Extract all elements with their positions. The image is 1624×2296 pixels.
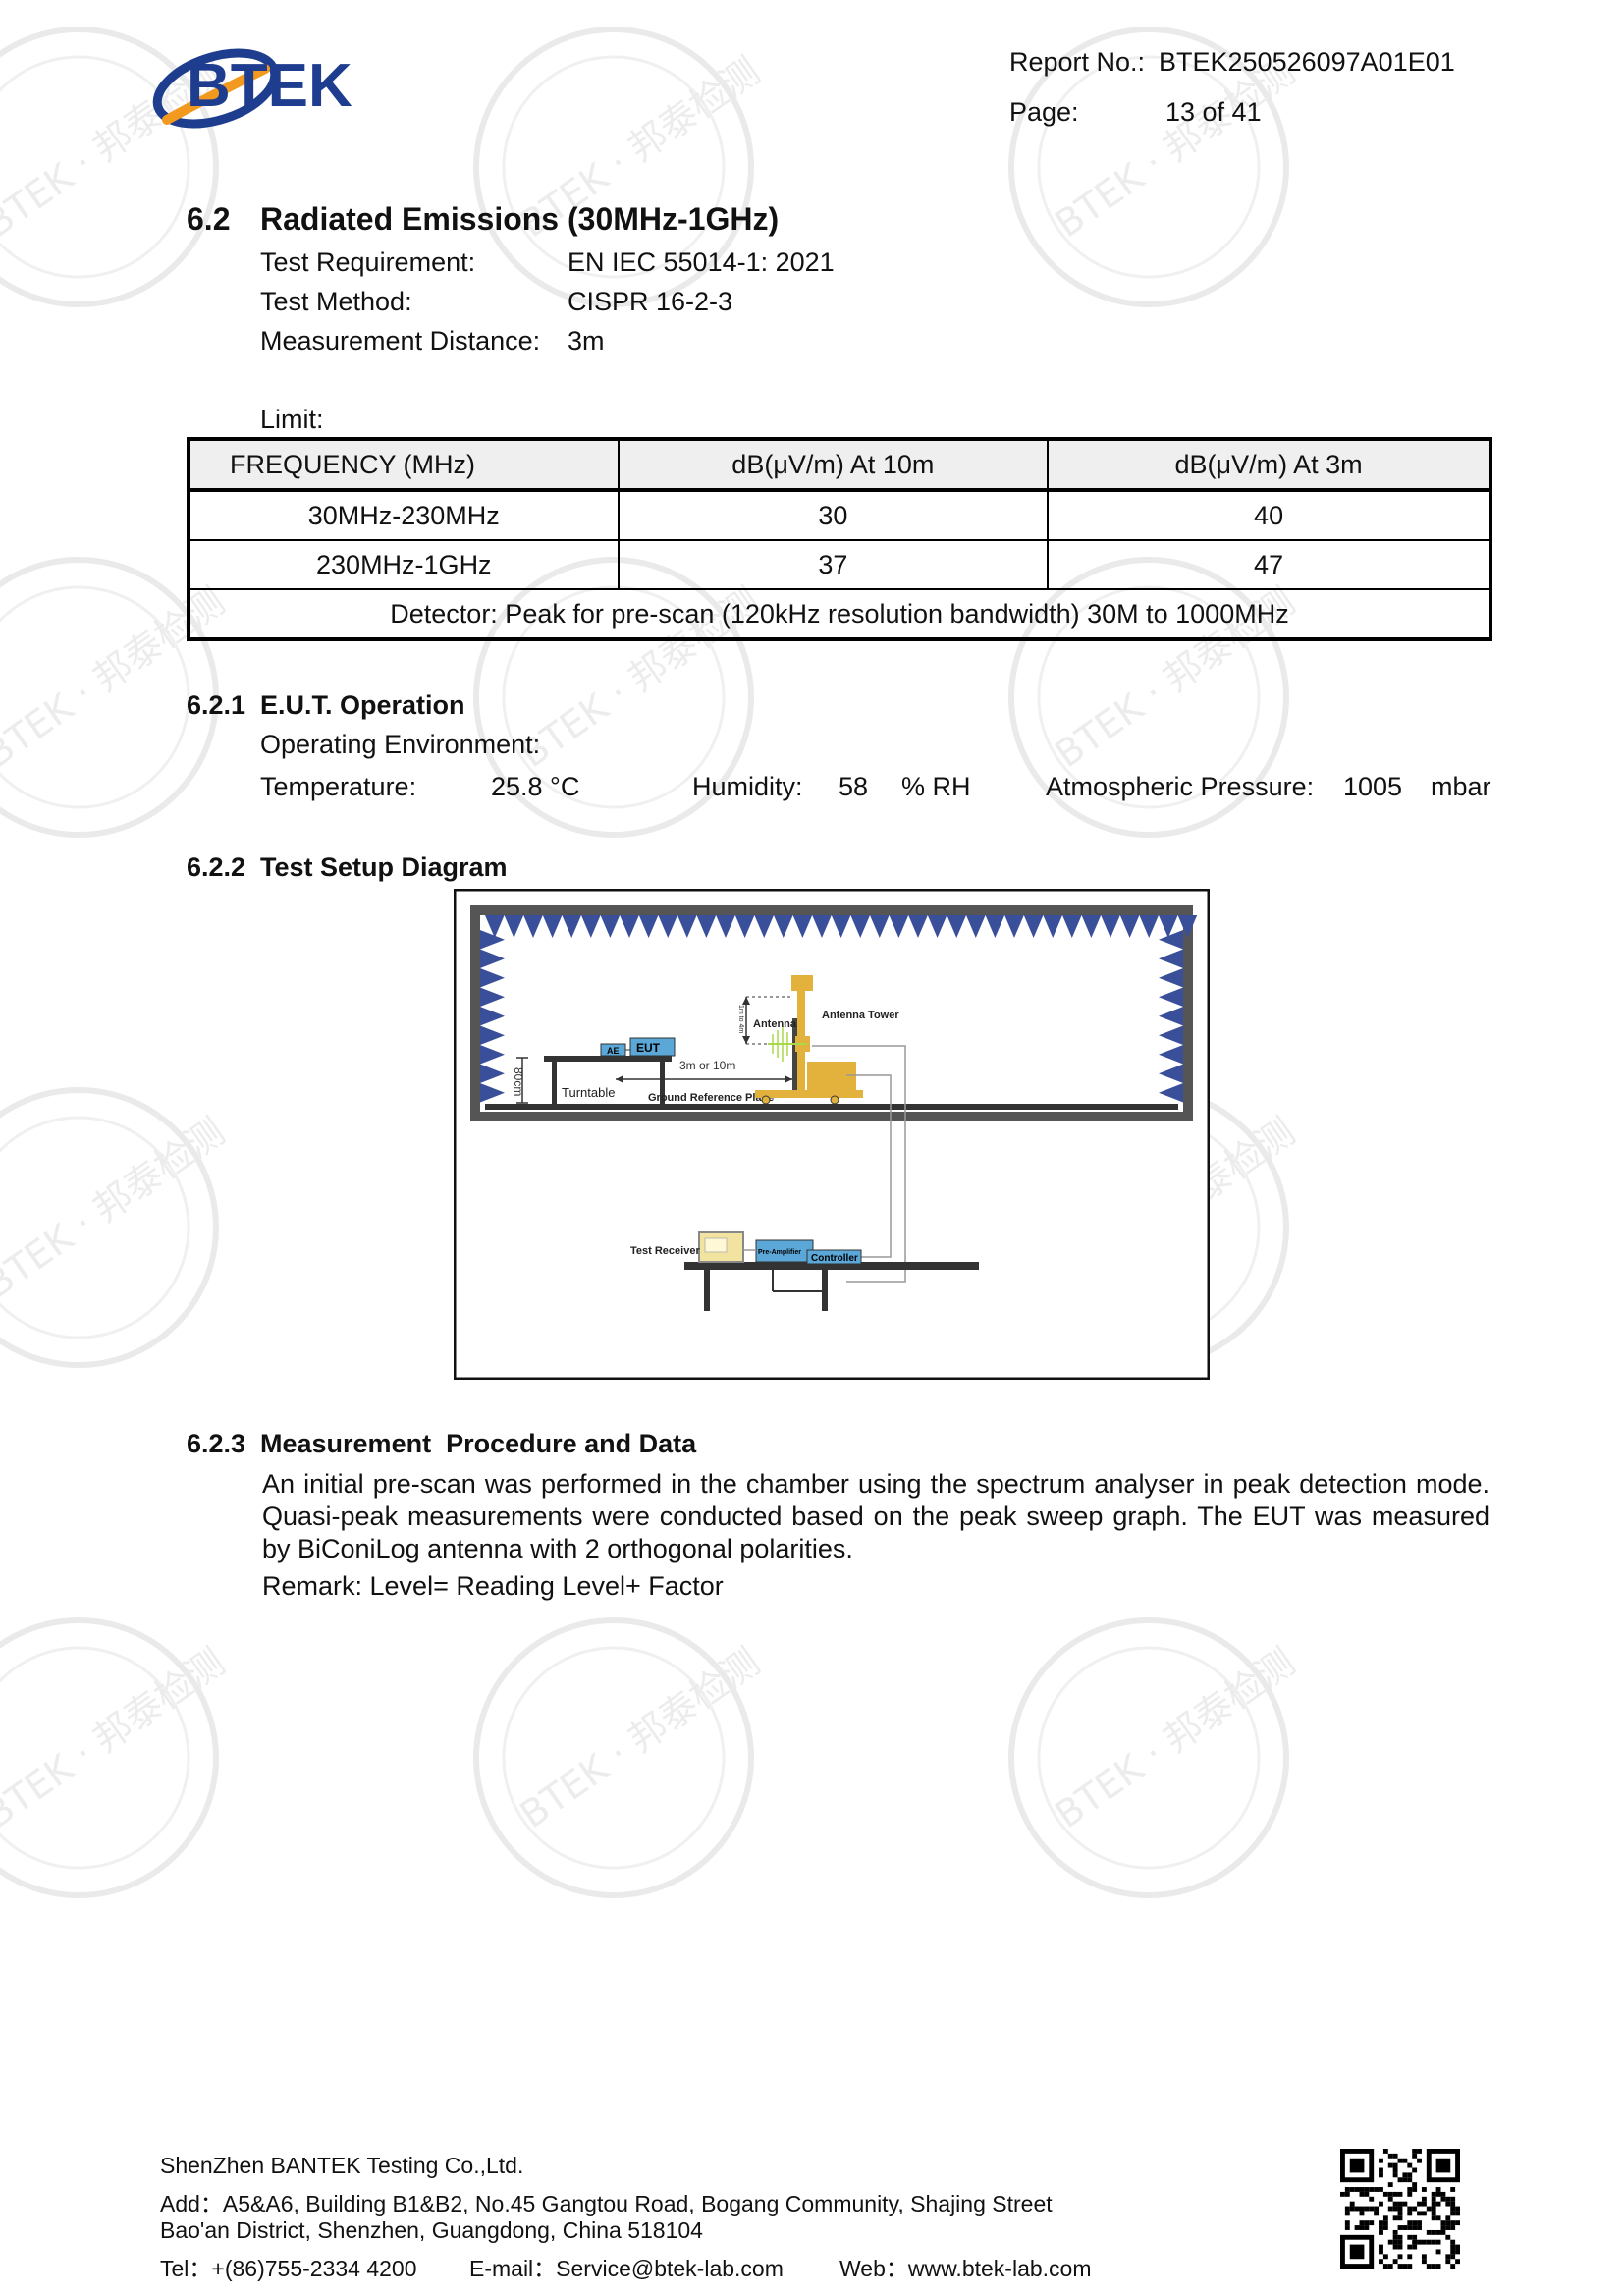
distance-label: 3m or 10m [679, 1059, 735, 1072]
page-number: 13 of 41 [1165, 97, 1262, 127]
table-row: 230MHz-1GHz 37 47 [188, 539, 1491, 590]
logo-text: BTEK [187, 52, 352, 120]
footer-email[interactable]: E-mail：Service@btek-lab.com [469, 2256, 784, 2281]
limit-table: FREQUENCY (MHz) dB(μV/m) At 10m dB(μV/m)… [187, 437, 1492, 641]
limit-label: Limit: [260, 405, 324, 434]
cell-frequency: 30MHz-230MHz [188, 489, 620, 541]
procedure-title: Measurement Procedure and Data [260, 1429, 697, 1458]
ground-plane-label: Ground Reference Plane [648, 1092, 774, 1104]
cell-limit-10m: 30 [617, 489, 1050, 541]
watermark-ring [1008, 1617, 1289, 1898]
turntable-top [544, 1056, 672, 1062]
procedure-paragraph: An initial pre-scan was performed in the… [262, 1469, 1489, 1563]
pressure-label: Atmospheric Pressure: [1046, 772, 1315, 801]
table-header-row: FREQUENCY (MHz) dB(μV/m) At 10m dB(μV/m)… [188, 438, 1491, 492]
setup-title: Test Setup Diagram [260, 852, 508, 882]
watermark-ring [473, 1617, 754, 1898]
test-requirement-label: Test Requirement: [260, 247, 476, 277]
report-no-label: Report No.: [1009, 47, 1146, 77]
ae-label: AE [607, 1046, 620, 1056]
antenna-label: Antenna [753, 1018, 797, 1030]
height-label: 80cm [512, 1067, 525, 1096]
receiver-bench [684, 1262, 979, 1270]
watermark-ring [0, 1087, 219, 1368]
eut-title: E.U.T. Operation [260, 690, 465, 720]
humidity-unit: % RH [901, 772, 971, 801]
footer-address-2: Bao'an District, Shenzhen, Guangdong, Ch… [160, 2217, 703, 2243]
company-logo: BTEK [152, 48, 352, 129]
humidity-value: 58 [839, 772, 869, 801]
temperature-label: Temperature: [260, 772, 417, 801]
cell-limit-3m: 40 [1047, 489, 1491, 541]
header-10m: dB(μV/m) At 10m [617, 438, 1050, 492]
watermark-text: BTEK · 邦泰检测 [0, 1110, 233, 1306]
procedure-remark: Remark: Level= Reading Level+ Factor [262, 1571, 724, 1601]
qr-code-icon [1340, 2149, 1460, 2269]
watermark-text: BTEK · 邦泰检测 [513, 1640, 768, 1836]
page-label: Page: [1009, 97, 1079, 127]
eut-box [629, 1037, 676, 1057]
tower-base [755, 1090, 863, 1098]
antenna-height-label: 1m to 4m [737, 1005, 744, 1033]
watermark-ring [0, 557, 219, 838]
footer-company: ShenZhen BANTEK Testing Co.,Ltd. [160, 2153, 524, 2178]
antenna-element [768, 1026, 807, 1062]
env-label: Operating Environment: [260, 730, 541, 759]
antenna-tower-label: Antenna Tower [822, 1010, 899, 1021]
test-method-label: Test Method: [260, 287, 412, 316]
test-requirement-value: EN IEC 55014-1: 2021 [568, 247, 835, 277]
watermark-ring [1037, 55, 1261, 279]
footer-tel: Tel：+(86)755-2334 4200 [160, 2256, 417, 2281]
measurement-distance-label: Measurement Distance: [260, 326, 541, 355]
humidity-label: Humidity: [692, 772, 803, 801]
section-title: Radiated Emissions (30MHz-1GHz) [260, 201, 780, 237]
tower-box [807, 1062, 856, 1091]
section-number: 6.2 [187, 201, 231, 237]
procedure-number: 6.2.3 [187, 1429, 246, 1458]
watermark-ring [502, 1646, 726, 1870]
watermark-ring [0, 1617, 219, 1898]
pre-amplifier-label: Pre-Amplifier [758, 1249, 801, 1256]
watermark-text: BTEK · 邦泰检测 [1048, 49, 1303, 246]
test-method-value: CISPR 16-2-3 [568, 287, 733, 316]
pressure-unit: mbar [1431, 772, 1491, 801]
eut-number: 6.2.1 [187, 690, 246, 720]
temperature-value: 25.8 °C [491, 772, 580, 801]
watermark-ring [1037, 1646, 1261, 1870]
table-footer-row: Detector: Peak for pre-scan (120kHz reso… [188, 588, 1491, 640]
report-no-value: BTEK250526097A01E01 [1159, 47, 1455, 77]
pressure-value: 1005 [1343, 772, 1403, 801]
test-receiver-label: Test Receiver [630, 1245, 700, 1257]
watermark-text: BTEK · 邦泰检测 [0, 1640, 233, 1836]
cell-frequency: 230MHz-1GHz [188, 539, 620, 590]
watermark-ring [0, 1116, 190, 1339]
watermark-ring [0, 1646, 190, 1870]
measurement-distance-value: 3m [568, 326, 605, 355]
test-setup-diagram: 80cm AE EUT Turntable 3m or 10m Ground R… [454, 889, 1210, 1380]
watermark-ring [0, 585, 190, 809]
setup-number: 6.2.2 [187, 852, 246, 882]
table-row: 30MHz-230MHz 30 40 [188, 489, 1491, 541]
controller-box [806, 1249, 862, 1265]
footer-address-1: Add：A5&A6, Building B1&B2, No.45 Gangtou… [160, 2191, 1053, 2216]
controller-label: Controller [811, 1253, 858, 1264]
header-frequency: FREQUENCY (MHz) [188, 438, 620, 492]
watermark-ring [502, 55, 726, 279]
watermark-text: BTEK · 邦泰检测 [1048, 1640, 1303, 1836]
detector-note: Detector: Peak for pre-scan (120kHz reso… [188, 588, 1491, 640]
cell-limit-3m: 47 [1047, 539, 1491, 590]
eut-label: EUT [636, 1041, 661, 1055]
footer-web[interactable]: Web：www.btek-lab.com [839, 2256, 1092, 2281]
absorber-cones [480, 915, 1198, 1103]
turntable-label: Turntable [562, 1085, 615, 1100]
header-3m: dB(μV/m) At 3m [1047, 438, 1491, 492]
cell-limit-10m: 37 [617, 539, 1050, 590]
